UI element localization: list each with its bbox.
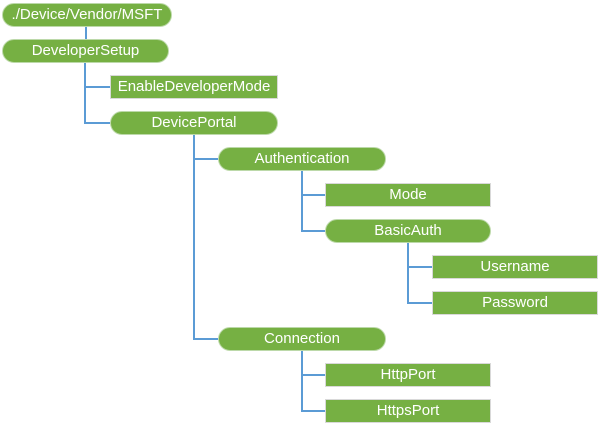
node-authentication: Authentication (218, 147, 386, 171)
node-connection: Connection (218, 327, 386, 351)
connector-to-httpport (301, 374, 325, 376)
connector-basicauth-trunk (407, 243, 409, 304)
node-https-port: HttpsPort (325, 399, 491, 423)
node-device-portal: DevicePortal (110, 111, 278, 135)
node-developer-setup: DeveloperSetup (2, 39, 169, 63)
node-enable-developer-mode: EnableDeveloperMode (110, 75, 278, 99)
node-http-port: HttpPort (325, 363, 491, 387)
node-root: ./Device/Vendor/MSFT (2, 3, 172, 27)
connector-to-connection (193, 338, 218, 340)
connector-to-password (407, 302, 432, 304)
connector-to-username (407, 266, 432, 268)
connector-to-httpsport (301, 410, 325, 412)
connector-authentication-trunk (301, 171, 303, 232)
connector-to-enabledevelopermode (84, 86, 110, 88)
connector-root-developersetup (85, 27, 87, 39)
connector-developersetup-trunk (84, 63, 86, 124)
connector-to-mode (301, 194, 325, 196)
connector-to-deviceportal (84, 122, 110, 124)
node-mode: Mode (325, 183, 491, 207)
node-username: Username (432, 255, 598, 279)
connector-to-basicauth (301, 230, 325, 232)
connector-connection-trunk (301, 351, 303, 412)
node-password: Password (432, 291, 598, 315)
connector-deviceportal-trunk (193, 135, 195, 340)
connector-to-authentication (193, 158, 218, 160)
node-basic-auth: BasicAuth (325, 219, 491, 243)
